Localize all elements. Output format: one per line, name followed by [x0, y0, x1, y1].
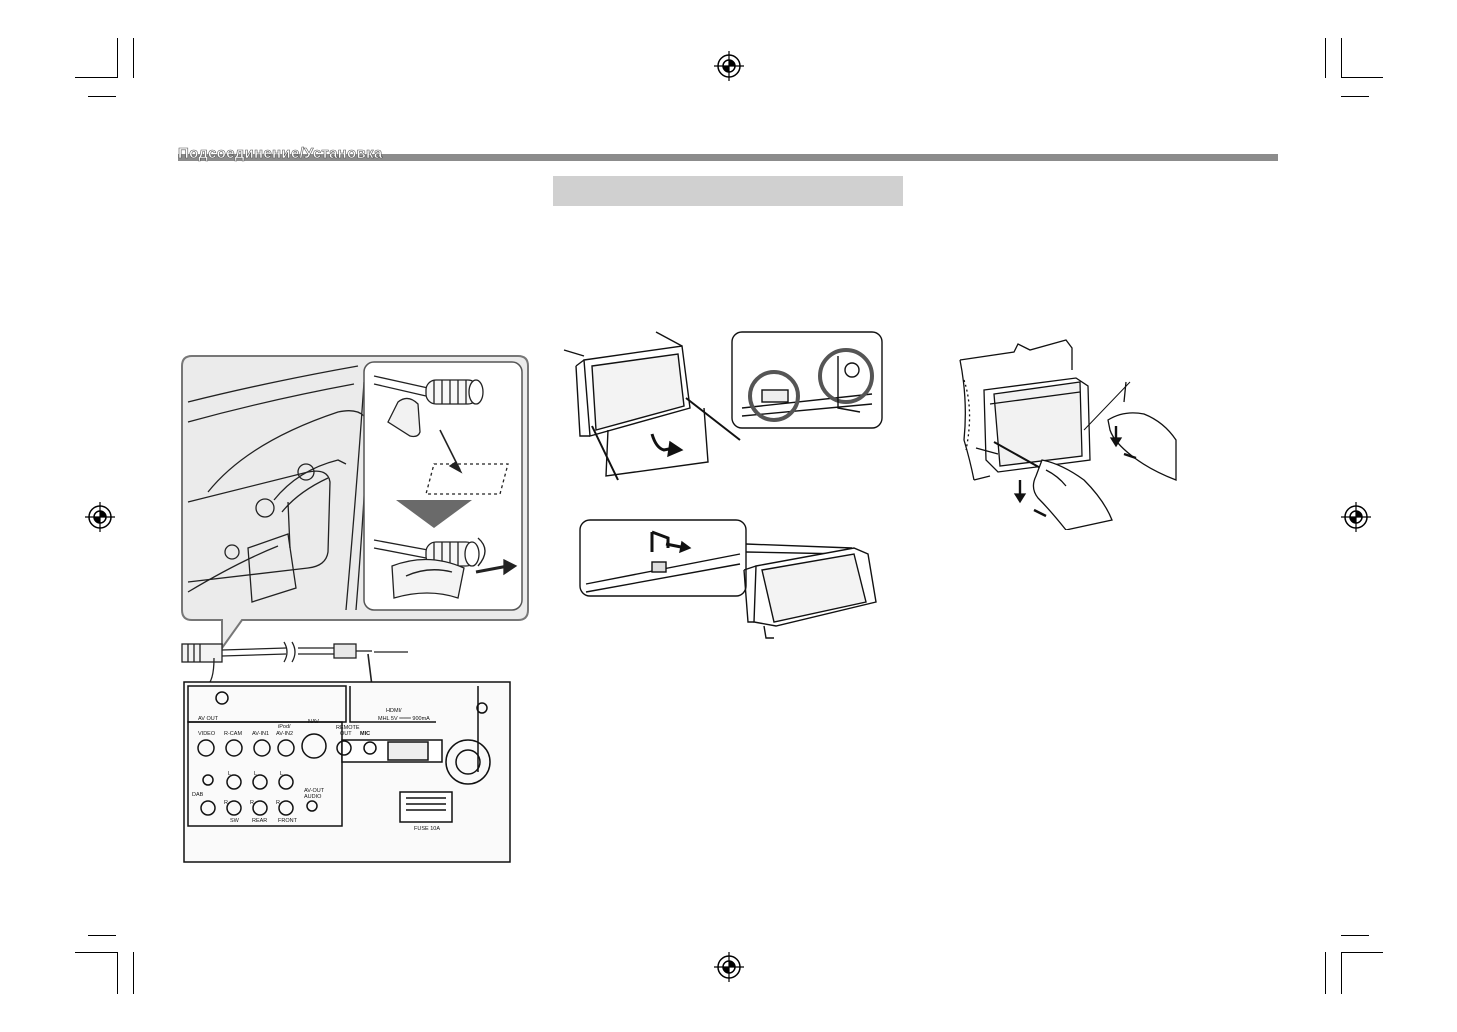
svg-text:AV-IN2: AV-IN2: [276, 731, 293, 737]
bracket-removal-illustration: [563, 331, 883, 481]
registration-target-top: [714, 51, 744, 81]
svg-text:REMOTE: REMOTE: [336, 725, 360, 731]
svg-text:R: R: [250, 800, 254, 806]
svg-text:OUT: OUT: [340, 731, 352, 737]
svg-text:L: L: [280, 771, 283, 777]
registration-target-left: [85, 502, 115, 532]
svg-text:NAV: NAV: [308, 719, 319, 725]
rear-panel: [183, 681, 511, 863]
svg-text:SW: SW: [230, 818, 240, 824]
mic-cable: [181, 641, 408, 687]
mic-inset-top: [373, 375, 509, 495]
section-header-bar: [178, 154, 1278, 161]
svg-text:R: R: [276, 800, 280, 806]
unit-insertion-illustration: [579, 519, 877, 639]
svg-text:R: R: [224, 800, 228, 806]
svg-text:DAB: DAB: [192, 792, 204, 798]
svg-text:MIC: MIC: [360, 731, 370, 737]
microphone-installation-illustration: AV OUT HDMI/ MHL 5V ═══ 900mA VIDEO R-CA…: [181, 355, 529, 863]
svg-text:iPod/: iPod/: [278, 724, 291, 730]
svg-text:VIDEO: VIDEO: [198, 731, 216, 737]
registration-target-right: [1341, 502, 1371, 532]
svg-text:L: L: [254, 771, 257, 777]
svg-text:AUDIO: AUDIO: [304, 794, 322, 800]
rear-panel-labels: AV OUT HDMI/ MHL 5V ═══ 900mA VIDEO R-CA…: [192, 708, 440, 832]
mic-inset-bottom: [373, 537, 518, 599]
svg-text:AV-IN1: AV-IN1: [252, 731, 269, 737]
section-title: Подсоединение/Установка: [178, 145, 383, 162]
svg-text:HDMI/: HDMI/: [386, 708, 402, 714]
down-arrow-icon: [396, 500, 472, 528]
svg-text:FUSE 10A: FUSE 10A: [414, 826, 440, 832]
unit-removal-illustration: [959, 339, 1177, 530]
svg-text:FRONT: FRONT: [278, 818, 298, 824]
svg-text:REAR: REAR: [252, 818, 267, 824]
svg-text:AV OUT: AV OUT: [198, 716, 219, 722]
svg-text:L: L: [228, 771, 231, 777]
svg-text:R-CAM: R-CAM: [224, 731, 242, 737]
sub-header-box: [553, 176, 903, 206]
registration-target-bottom: [714, 952, 744, 982]
svg-text:AV-OUT: AV-OUT: [304, 788, 325, 794]
svg-text:MHL 5V ═══ 900mA: MHL 5V ═══ 900mA: [378, 716, 430, 722]
